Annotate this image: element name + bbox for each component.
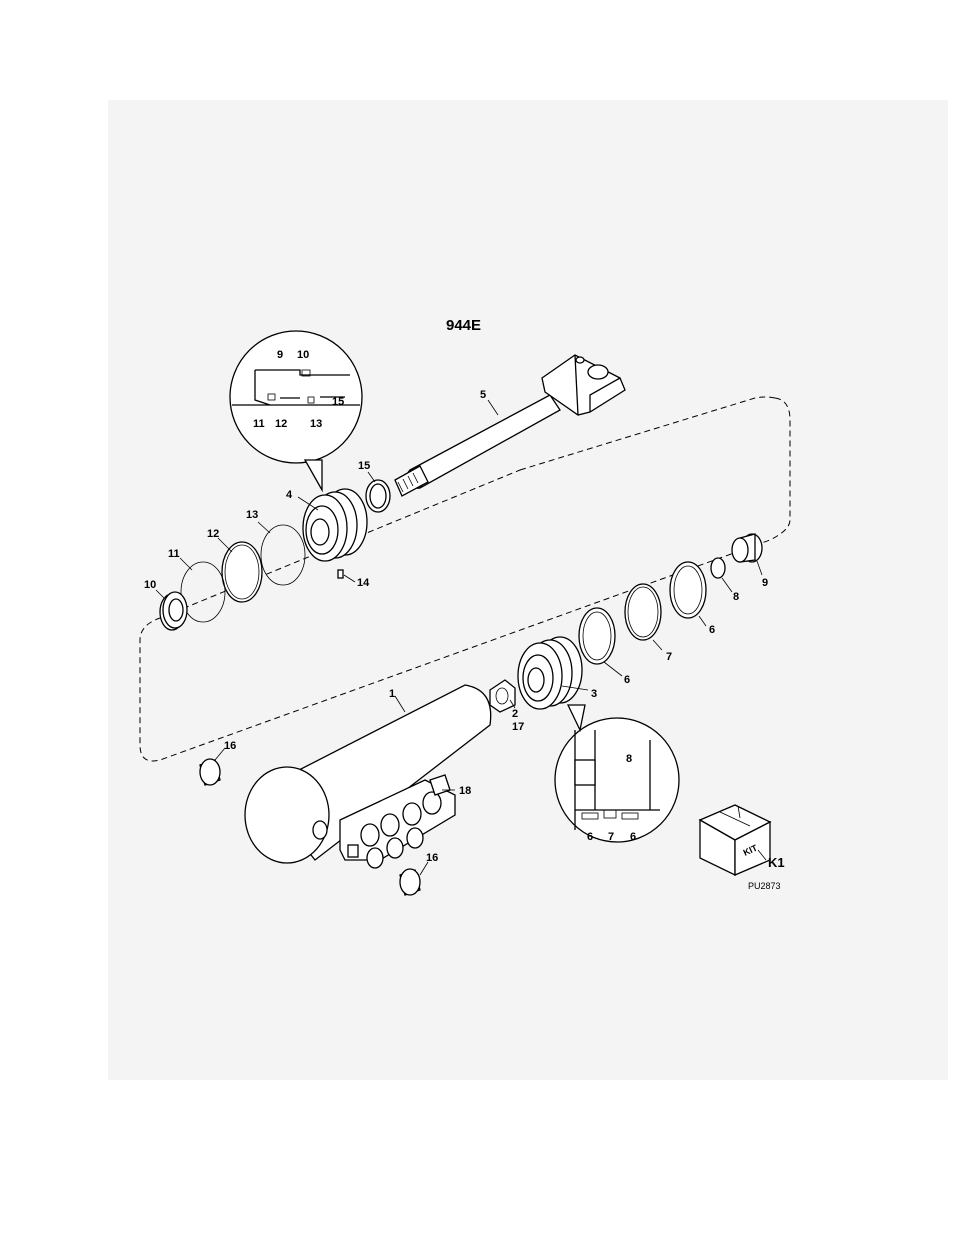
set-screw-14 — [337, 569, 344, 579]
wiper-10 — [159, 591, 188, 631]
detail-circle-top: 9 10 15 11 12 13 — [229, 330, 363, 493]
callout-15: 15 — [358, 460, 370, 472]
svg-text:10: 10 — [297, 349, 309, 361]
cylinder-barrel — [244, 684, 492, 869]
callout-6a: 6 — [624, 674, 630, 686]
callout-17: 17 — [512, 721, 524, 733]
seal-11 — [180, 561, 226, 623]
piston-head-top — [302, 488, 368, 562]
snap-ring-8 — [710, 557, 726, 579]
svg-text:15: 15 — [332, 396, 344, 408]
bushing-9 — [731, 533, 763, 563]
leader-lines — [155, 399, 767, 876]
callout-labels: 5 15 4 13 12 11 10 14 1 2 17 3 6 7 6 8 9… — [144, 389, 768, 864]
assembly-boundary — [139, 396, 791, 762]
figure-code: PU2873 — [748, 881, 781, 891]
seal-ring-15 — [365, 479, 391, 513]
callout-14: 14 — [357, 577, 370, 589]
svg-text:8: 8 — [626, 753, 632, 765]
callout-5: 5 — [480, 389, 486, 401]
callout-16b: 16 — [426, 852, 438, 864]
kit-label: K1 — [768, 855, 785, 870]
svg-text:6: 6 — [630, 831, 636, 843]
svg-text:9: 9 — [277, 349, 283, 361]
callout-16a: 16 — [224, 740, 236, 752]
callout-3: 3 — [591, 688, 597, 700]
callout-7: 7 — [666, 651, 672, 663]
oring-12 — [221, 541, 263, 603]
svg-text:6: 6 — [587, 831, 593, 843]
bushing-16b — [399, 868, 421, 896]
callout-18: 18 — [459, 785, 471, 797]
svg-text:11: 11 — [253, 418, 265, 430]
diagram-title: 944E — [446, 317, 481, 334]
callout-6b: 6 — [709, 624, 715, 636]
callout-1: 1 — [389, 688, 395, 700]
piston-rod — [394, 354, 626, 497]
svg-text:7: 7 — [608, 831, 614, 843]
wear-ring-6b — [669, 561, 707, 619]
detail-circle-bottom: 8 6 7 6 — [554, 704, 680, 843]
callout-13: 13 — [246, 509, 258, 521]
callout-12: 12 — [207, 528, 219, 540]
callout-10: 10 — [144, 579, 156, 591]
svg-text:13: 13 — [310, 418, 322, 430]
piston-lower — [517, 636, 583, 710]
callout-9: 9 — [762, 577, 768, 589]
callout-2: 2 — [512, 708, 518, 720]
callout-11: 11 — [168, 548, 180, 560]
wear-ring-6a — [578, 607, 616, 665]
callout-8: 8 — [733, 591, 739, 603]
kit-box-icon: KIT K1 — [698, 804, 785, 877]
seal-7 — [624, 583, 662, 641]
callout-4: 4 — [286, 489, 293, 501]
svg-text:12: 12 — [275, 418, 287, 430]
bushing-16a — [199, 758, 221, 786]
seal-13 — [260, 524, 306, 586]
